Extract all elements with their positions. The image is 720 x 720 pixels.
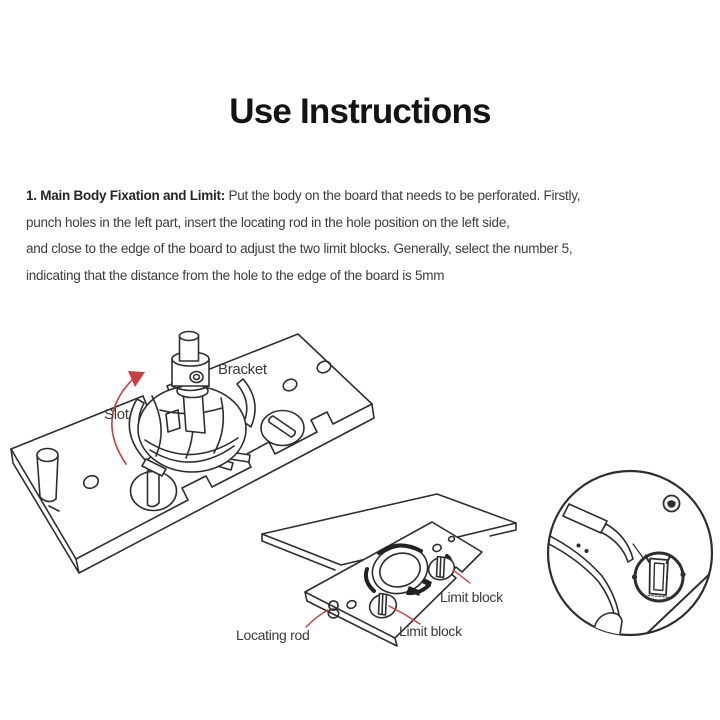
page-title: Use Instructions [229, 92, 491, 131]
leader-locating-rod [305, 609, 329, 628]
jig-line-art [10, 330, 714, 647]
plate-clip-bar [422, 578, 432, 587]
leader-limit-upper [452, 569, 471, 584]
detail-tab [562, 503, 608, 534]
jig-limit-dial-right [260, 409, 305, 447]
detail-tab-tail [600, 523, 634, 563]
drill-bit-drawing [128, 330, 256, 477]
jig-hole [282, 378, 298, 392]
instruction-body-text: Put the body on the board that needs to … [26, 188, 581, 283]
limit-block-lower [368, 592, 398, 619]
label-bracket: Bracket [218, 361, 267, 378]
plate-hole [432, 543, 442, 553]
bracket-clip-left [128, 398, 154, 462]
jig-locating-pin [36, 447, 60, 512]
detail-dot [576, 543, 581, 548]
label-limit-block-bottom: Limit block [399, 623, 462, 639]
jig-hole [82, 474, 100, 490]
plate-hole [346, 599, 357, 610]
instruction-lead-text: 1. Main Body Fixation and Limit: [26, 188, 226, 203]
jig-hole [316, 360, 332, 374]
leader-lines [305, 569, 471, 628]
detail-limit-dial [631, 551, 686, 603]
jig-limit-dial-front [129, 467, 178, 512]
detail-bottom-tab [593, 612, 623, 635]
plate-side [304, 591, 398, 647]
label-limit-block-right: Limit block [440, 589, 503, 605]
plate-clip-bar [407, 586, 421, 596]
locating-rod-drawing [327, 600, 340, 619]
label-slot: Slot [104, 406, 129, 423]
main-jig-drawing [10, 330, 375, 574]
board-plate-drawing [261, 493, 517, 647]
label-locating-rod: Locating rod [236, 627, 310, 643]
collar-hole [189, 370, 204, 384]
leader-limit-lower [388, 605, 421, 625]
board-side [261, 522, 517, 571]
instruction-paragraph: 1. Main Body Fixation and Limit: Put the… [26, 183, 702, 289]
detail-ring-arc [548, 533, 621, 622]
jig-plate-side [10, 403, 375, 574]
detail-screw-hole [662, 494, 681, 513]
detail-leader [632, 543, 645, 560]
detail-magnified-view [546, 469, 714, 637]
plate-hole [447, 535, 456, 543]
red-rotation-arrow [111, 371, 145, 465]
bracket-foot [141, 458, 167, 477]
detail-ring-arc [548, 540, 617, 625]
detail-dot [584, 549, 589, 553]
detail-board-edge [639, 567, 712, 635]
limit-block-upper [427, 555, 456, 581]
